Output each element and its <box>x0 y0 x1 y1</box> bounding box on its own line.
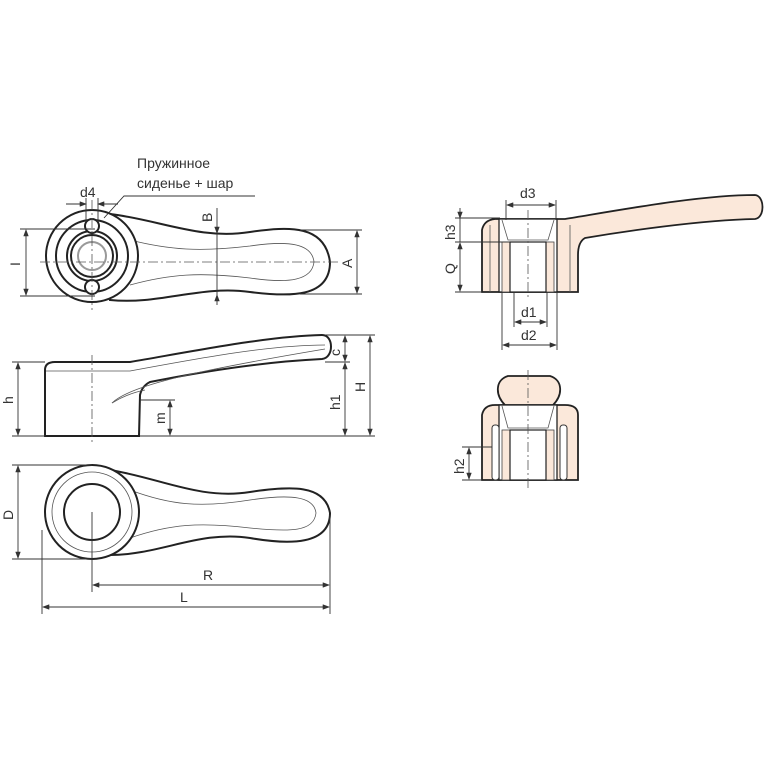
label-h2: h2 <box>451 458 467 474</box>
dim-d1-d2: d1 d2 <box>501 292 558 350</box>
dim-m: m <box>140 399 350 437</box>
note-line-2: сиденье + шар <box>137 175 234 191</box>
dim-h: h <box>0 361 45 437</box>
dim-R-L: R L <box>41 512 331 614</box>
dim-d3: d3 <box>505 185 557 220</box>
dim-B: B <box>199 208 220 305</box>
label-h: h <box>0 396 16 404</box>
label-d2: d2 <box>521 327 537 343</box>
dim-d4: d4 <box>66 184 118 222</box>
label-R: R <box>203 567 213 583</box>
label-d4: d4 <box>80 184 96 200</box>
label-c: c <box>327 349 343 356</box>
label-d3: d3 <box>520 185 536 201</box>
dim-c-h1-H: c h1 H <box>325 334 375 437</box>
label-h1: h1 <box>327 394 343 410</box>
label-D: D <box>0 510 16 520</box>
top-view <box>40 200 340 310</box>
label-L: L <box>180 589 188 605</box>
label-d1: d1 <box>521 304 537 320</box>
bottom-view <box>44 464 332 560</box>
dim-A: A <box>300 229 362 295</box>
label-h3: h3 <box>442 224 458 240</box>
dim-I: I <box>7 228 95 297</box>
dim-h2: h2 <box>451 446 492 481</box>
note-line-1: Пружинное <box>137 155 210 171</box>
dim-h3-Q: h3 Q <box>442 208 510 293</box>
dim-D: D <box>0 464 92 560</box>
label-I: I <box>7 262 23 266</box>
section-view-bottom <box>481 370 579 490</box>
label-Q: Q <box>442 263 458 274</box>
side-view <box>44 333 332 445</box>
spring-seat-note: Пружинное сиденье + шар <box>103 155 255 219</box>
section-view-top <box>481 194 764 300</box>
label-A: A <box>339 258 355 268</box>
label-m: m <box>152 412 168 424</box>
label-H: H <box>352 382 368 392</box>
label-B: B <box>199 213 215 222</box>
